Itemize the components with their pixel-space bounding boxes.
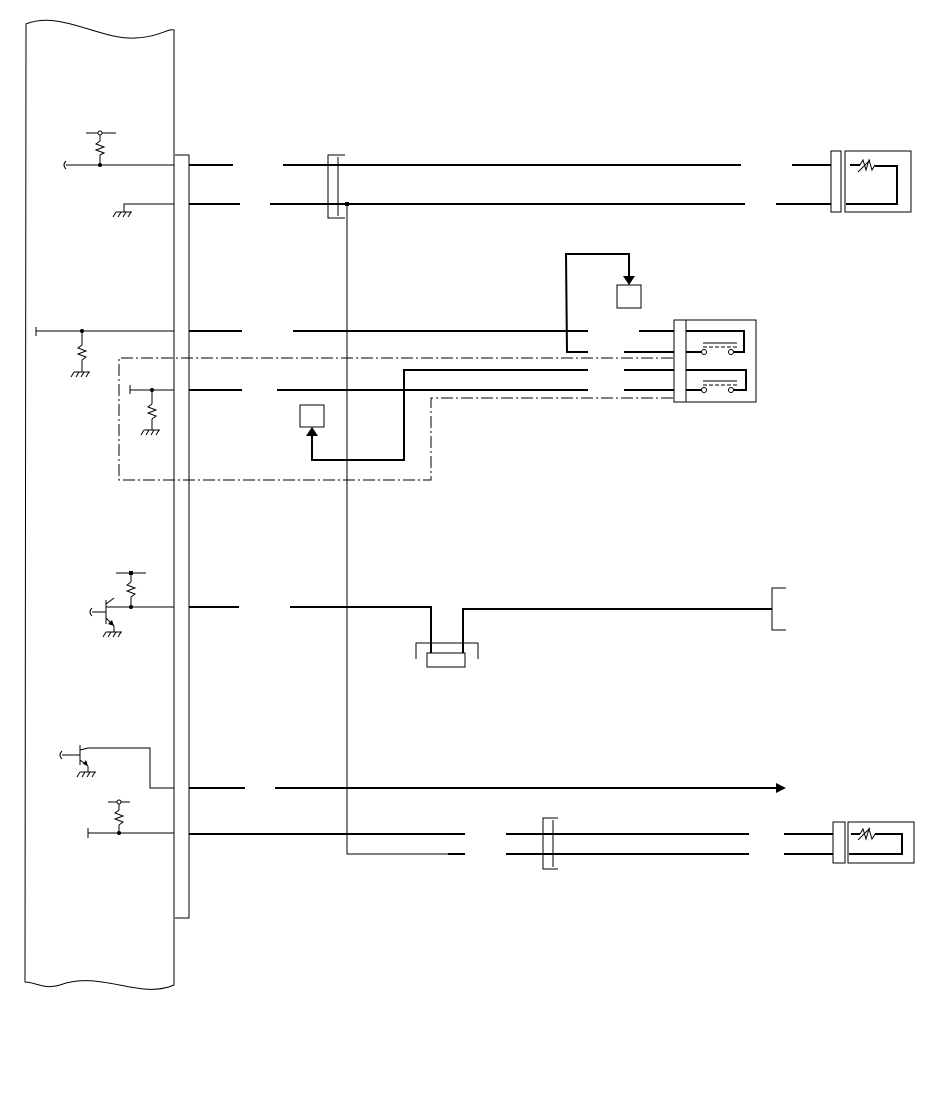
open-connector — [771, 587, 786, 631]
wire-harness — [189, 164, 833, 855]
internal-pulldown-2 — [35, 327, 174, 378]
control-module — [24, 19, 175, 990]
internal-pulldown-3 — [129, 385, 174, 436]
sensor-bottom — [832, 821, 915, 864]
shielded-circuit — [118, 357, 673, 481]
internal-pullup-4 — [87, 799, 174, 838]
sensor-top — [830, 150, 912, 213]
external-box-lower — [299, 369, 410, 461]
arrow-output-line — [776, 783, 786, 793]
inline-connector-1 — [327, 154, 345, 219]
internal-pullup-1 — [63, 130, 174, 170]
internal-transistor-2 — [59, 745, 174, 789]
inline-connector-2 — [542, 817, 558, 870]
internal-ground-1 — [112, 203, 174, 218]
output-transistor — [89, 571, 174, 638]
switch-assembly — [673, 319, 757, 403]
splice-connector — [415, 642, 479, 668]
external-box-upper — [564, 253, 642, 353]
connector-main — [175, 154, 190, 919]
